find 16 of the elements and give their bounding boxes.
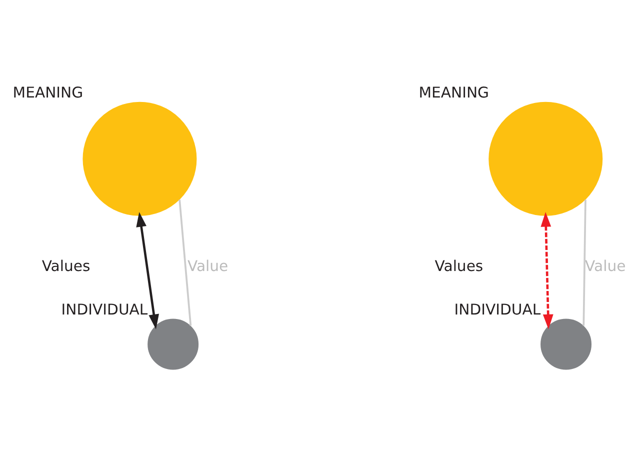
arrow (136, 212, 160, 330)
edge-label: Values (434, 258, 484, 275)
node-circle (488, 102, 603, 216)
edge-label: Values (42, 258, 90, 275)
connector (178, 200, 192, 326)
node-circle (82, 102, 197, 216)
connector (582, 200, 586, 326)
arrow (540, 212, 554, 330)
node-circle (540, 318, 592, 370)
edge-label: Value (585, 258, 626, 275)
node-label: MEANING (12, 84, 84, 102)
node-label: INDIVIDUAL (61, 301, 148, 318)
edge-label: Value (187, 258, 228, 275)
node-label: MEANING (418, 84, 490, 102)
node-circle (148, 318, 199, 370)
node-label: INDIVIDUAL (454, 301, 541, 318)
